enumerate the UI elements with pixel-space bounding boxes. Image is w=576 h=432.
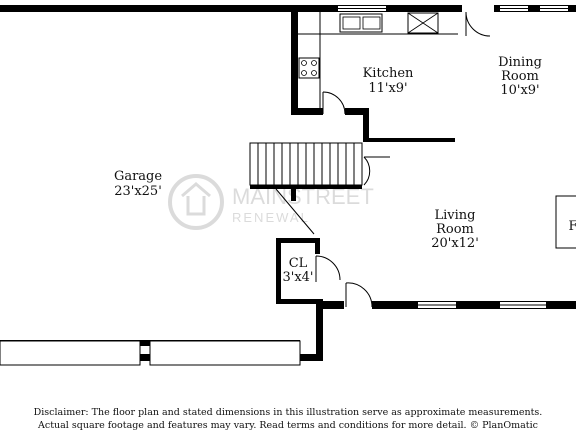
kitchen-bottom-wall-left xyxy=(291,108,323,115)
sink-basin-right xyxy=(362,16,381,30)
kitchen-living-wall xyxy=(363,138,455,142)
garage-door-post xyxy=(140,354,150,361)
closet-right-wall-top xyxy=(315,238,320,254)
exterior-walls xyxy=(0,5,576,366)
stair-door-swing xyxy=(363,156,371,186)
sink-icon xyxy=(339,13,383,33)
stair-top-post xyxy=(363,115,369,139)
garage-dims: 23'x25' xyxy=(114,184,162,199)
garage-wall-mid xyxy=(291,189,296,201)
garage-label: Garage xyxy=(114,169,162,184)
living-dims: 20'x12' xyxy=(431,236,479,251)
pantry-door-swing xyxy=(322,91,346,115)
garage-door-left xyxy=(0,340,141,366)
living-label-line2: Room xyxy=(436,222,474,237)
closet-dims: 3'x4' xyxy=(282,270,313,285)
stair-bottom-wall xyxy=(250,185,362,189)
entry-wall-stub xyxy=(316,301,344,309)
disclaimer-line-2: Actual square footage and features may v… xyxy=(38,420,538,431)
kitchen-bottom-wall-mid xyxy=(345,108,369,115)
kitchen-counter-left xyxy=(298,33,321,108)
closet-left-wall xyxy=(276,238,281,304)
watermark-logo-icon xyxy=(168,174,224,230)
living-bottom-wall xyxy=(372,301,576,309)
closet-door-swing xyxy=(315,255,341,281)
dishwasher-cross-2 xyxy=(407,12,439,34)
dining-dims: 10'x9' xyxy=(500,83,539,98)
partial-room-label: F xyxy=(568,219,576,234)
closet-bottom-wall xyxy=(276,299,320,304)
kitchen-label: Kitchen xyxy=(363,66,414,81)
dining-label-line2: Room xyxy=(501,69,539,84)
under-stair-line xyxy=(275,188,315,235)
disclaimer: Disclaimer: The floor plan and stated di… xyxy=(0,406,576,432)
closet-label: CL xyxy=(289,256,308,271)
staircase xyxy=(249,142,363,235)
burner-icon xyxy=(301,60,307,66)
burner-icon xyxy=(301,70,307,76)
dining-door-swing xyxy=(465,11,491,37)
watermark-line-2: RENEWAL xyxy=(232,210,310,225)
sink-basin-left xyxy=(342,16,361,30)
living-label-line1: Living xyxy=(435,208,476,223)
disclaimer-line-1: Disclaimer: The floor plan and stated di… xyxy=(33,407,543,418)
closet-top-wall xyxy=(276,238,320,243)
stove-icon xyxy=(298,57,320,79)
garage-house-wall-upper xyxy=(291,12,298,114)
burner-icon xyxy=(311,70,317,76)
entry-door-swing xyxy=(345,282,373,308)
dining-label-line1: Dining xyxy=(498,55,542,70)
burner-icon xyxy=(311,60,317,66)
garage-door-right xyxy=(149,340,301,366)
garage-house-wall-lower xyxy=(316,299,323,361)
garage-corner-wall xyxy=(300,354,323,361)
kitchen-dims: 11'x9' xyxy=(368,81,407,96)
dining-opening xyxy=(462,5,494,12)
watermark-house-icon xyxy=(181,182,211,216)
fireplace-partial xyxy=(555,195,576,249)
top-wall xyxy=(0,5,576,12)
